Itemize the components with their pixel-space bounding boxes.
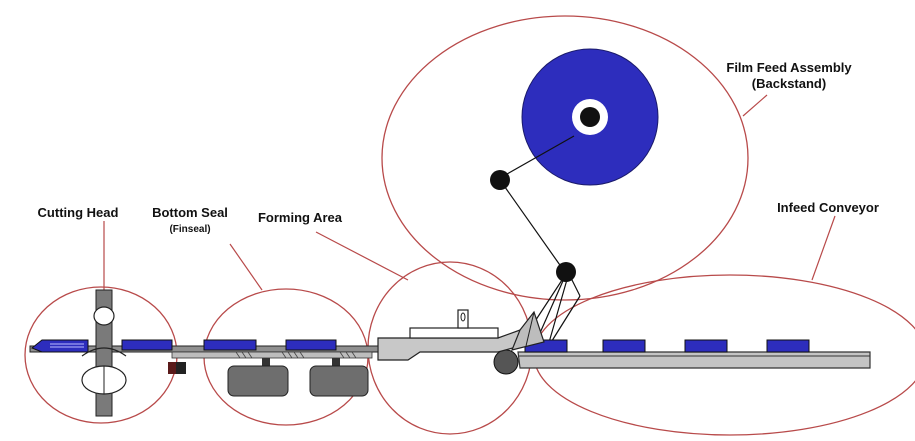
forming-area-label: Forming Area: [258, 210, 343, 225]
cutting-head-assembly: [81, 289, 186, 417]
film-roll-core: [580, 107, 600, 127]
former-plow: [511, 310, 545, 351]
cutting-head-label: Cutting Head: [38, 205, 119, 220]
bottom-seal-leader: [229, 243, 263, 291]
forming-area-leader: [315, 231, 409, 281]
infeed-leader: [811, 215, 836, 281]
cutter-knob-upper: [93, 306, 115, 326]
packaged-product: [285, 339, 337, 351]
seal-post: [332, 358, 340, 368]
forming-bracket: [457, 309, 469, 329]
leader-lines: [103, 94, 836, 291]
infeed-conveyor-label: Infeed Conveyor: [777, 200, 879, 215]
cut-package: [31, 339, 89, 353]
packaged-product: [203, 339, 257, 351]
film-feed-assembly: [490, 48, 659, 347]
product-item: [602, 339, 646, 353]
infeed-conveyor: [493, 339, 871, 375]
bottom-seal-sublabel: (Finseal): [169, 224, 210, 235]
film-feed-leader: [742, 94, 768, 117]
film-feed-sublabel: (Backstand): [752, 76, 826, 91]
product-line: [29, 339, 379, 353]
packaged-product: [121, 339, 173, 351]
idler-roller-upper: [490, 170, 510, 190]
film-feed-label: Film Feed Assembly: [726, 60, 852, 75]
seal-post: [262, 358, 270, 368]
product-item: [684, 339, 728, 353]
forming-plate: [409, 327, 499, 339]
bottom-seal-assembly: [171, 351, 373, 397]
forming-box: [377, 329, 521, 361]
conveyor-bed: [517, 351, 871, 369]
seal-block-left: [227, 365, 289, 397]
film-feed-callout-circle: [381, 15, 749, 301]
bottom-seal-label: Bottom Seal: [152, 205, 228, 220]
seal-block-right: [309, 365, 369, 397]
infeed-end-roller: [493, 349, 519, 375]
forming-area-assembly: [377, 309, 545, 361]
idler-roller-lower: [556, 262, 576, 282]
finseal-strip: [171, 351, 373, 359]
labels: Film Feed Assembly (Backstand) Infeed Co…: [38, 60, 879, 235]
product-item: [766, 339, 810, 353]
